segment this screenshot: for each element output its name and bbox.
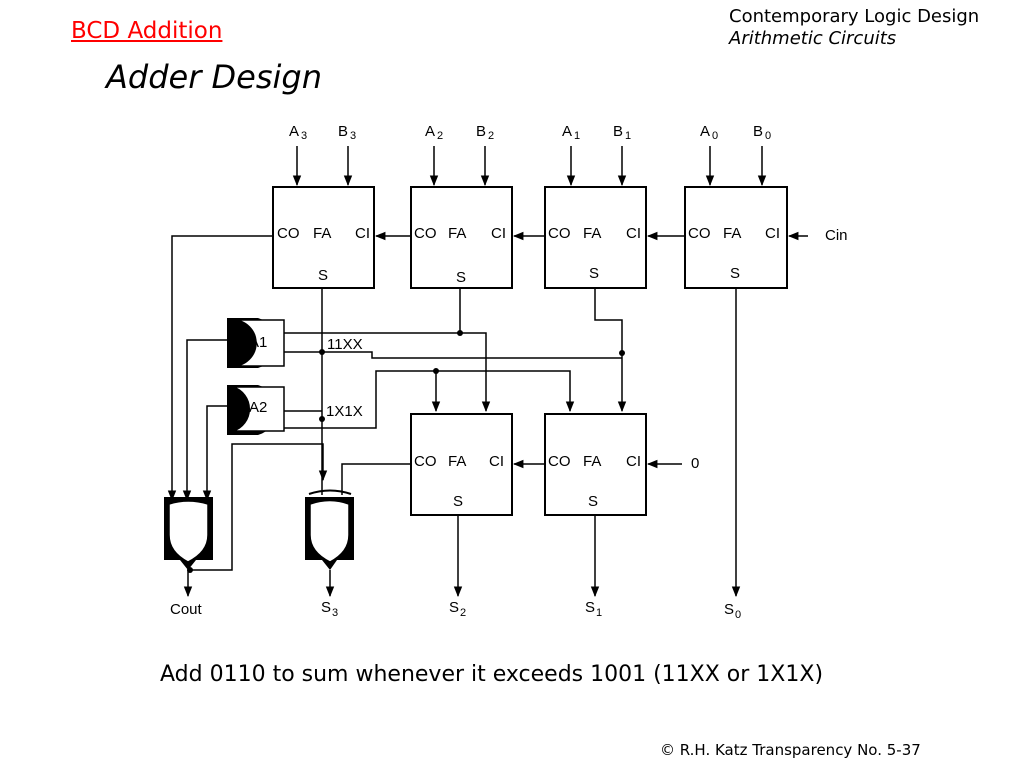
full-adder-bit1: CO FA CI S [544, 186, 647, 289]
svg-text:CO: CO [277, 225, 300, 242]
caption: Add 0110 to sum whenever it exceeds 1001… [160, 662, 824, 687]
svg-text:S: S [318, 267, 328, 284]
full-adder-corr-bit2: CO FA CI S [410, 413, 513, 516]
input-wires [292, 146, 767, 187]
sum-output-label: S3 [321, 599, 338, 619]
sum-output-label: S2 [449, 599, 466, 619]
output-wires [183, 443, 335, 598]
svg-text:S: S [730, 265, 740, 282]
sum-output-label: S0 [724, 601, 741, 621]
course-title: Contemporary Logic Design [729, 6, 980, 27]
svg-text:CO: CO [414, 225, 437, 242]
carry-chain-bottom [341, 459, 682, 598]
svg-text:S: S [456, 269, 466, 286]
footer: © R.H. Katz Transparency No. 5-37 [660, 741, 921, 759]
pattern-1x1x-label: 1X1X [326, 403, 363, 420]
course-header: Contemporary Logic Design Arithmetic Cir… [729, 6, 979, 50]
full-adder-corr-bit1: CO FA CI S [544, 413, 647, 516]
adder-row-top: CO FA CI S CO FA CI S CO FA CI S CO FA C… [272, 186, 788, 289]
zero-input-label: 0 [691, 455, 699, 472]
full-adder-bit3: CO FA CI S [272, 186, 375, 289]
chapter-title: Arithmetic Circuits [729, 28, 897, 49]
svg-text:CI: CI [489, 453, 504, 470]
svg-text:FA: FA [723, 225, 741, 242]
cout-label: Cout [170, 601, 203, 618]
svg-text:CI: CI [491, 225, 506, 242]
sum-output-label: S1 [585, 599, 602, 619]
svg-text:FA: FA [448, 453, 466, 470]
or-gate-cout [164, 497, 213, 570]
svg-text:FA: FA [448, 225, 466, 242]
svg-text:FA: FA [583, 225, 601, 242]
pattern-11xx-label: 11XX [327, 336, 363, 353]
xor-gate-s3 [305, 489, 354, 570]
adder-row-bottom: CO FA CI S CO FA CI S [410, 413, 647, 516]
sum-wires-top [321, 288, 741, 598]
cin-label: Cin [825, 227, 848, 244]
svg-text:A1: A1 [249, 334, 267, 351]
and-gate-a2: A2 [227, 385, 285, 435]
svg-text:FA: FA [313, 225, 331, 242]
svg-text:S: S [453, 493, 463, 510]
full-adder-bit2: CO FA CI S [410, 186, 513, 289]
svg-text:CI: CI [355, 225, 370, 242]
svg-text:CO: CO [548, 225, 571, 242]
svg-text:CI: CI [765, 225, 780, 242]
and-gate-a1: A1 [227, 318, 285, 368]
page-title: Adder Design [106, 58, 323, 96]
svg-text:S: S [588, 493, 598, 510]
svg-text:CI: CI [626, 453, 641, 470]
full-adder-bit0: CO FA CI S [684, 186, 788, 289]
svg-text:A2: A2 [249, 399, 267, 416]
svg-text:CI: CI [626, 225, 641, 242]
detect-wires [182, 332, 622, 502]
svg-text:CO: CO [414, 453, 437, 470]
svg-text:FA: FA [583, 453, 601, 470]
carry-chain-top [167, 231, 808, 502]
svg-text:CO: CO [688, 225, 711, 242]
svg-text:CO: CO [548, 453, 571, 470]
svg-text:S: S [589, 265, 599, 282]
output-labels: Cout S3 S2 S1 S0 [170, 599, 741, 621]
topic-link[interactable]: BCD Addition [71, 18, 223, 44]
